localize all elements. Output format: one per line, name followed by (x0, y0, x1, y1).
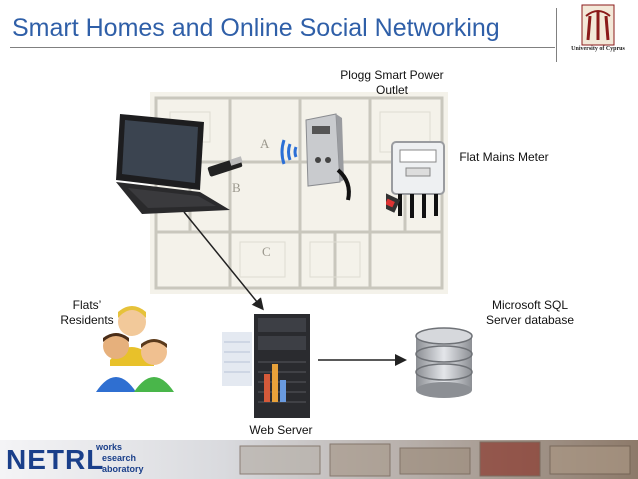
plogg-label: Plogg Smart Power Outlet (322, 68, 462, 98)
plogg-label-line1: Plogg Smart Power (340, 68, 444, 82)
meter-label: Flat Mains Meter (459, 150, 549, 164)
sql-label-line2: Server database (485, 313, 575, 327)
slide-title: Smart Homes and Online Social Networking (12, 14, 500, 42)
title-divider (10, 47, 555, 48)
laptop-to-server-arrow (183, 211, 264, 311)
netrl-logo: NETRL works esearch aboratory (6, 442, 176, 478)
residents-label-line2: Residents (60, 313, 114, 327)
web-server-label: Web Server (249, 423, 313, 437)
plogg-outlet-icon (280, 113, 351, 201)
sql-label-line1: Microsoft SQL (491, 298, 569, 312)
room-b-label: B (232, 180, 241, 195)
mains-meter-icon (386, 141, 445, 218)
netrl-logo-line1: works (96, 442, 123, 452)
university-crest-icon (581, 4, 615, 46)
sql-database-label: Microsoft SQL Server database (468, 298, 592, 328)
database-icon (415, 327, 473, 398)
university-logo: University of Cyprus (560, 2, 636, 60)
residents-label: Flats’ Residents (42, 298, 132, 328)
wifi-icon (280, 139, 286, 165)
netrl-logo-line3: aboratory (102, 464, 144, 474)
residents-icon (96, 306, 174, 392)
netrl-logo-line2: esearch (102, 453, 137, 463)
laptop-icon (116, 114, 243, 214)
room-a-label: A (260, 136, 270, 151)
logo-divider (556, 8, 557, 62)
footer-banner (0, 440, 638, 479)
room-c-label: C (262, 244, 271, 259)
university-name: University of Cyprus (571, 46, 625, 52)
plogg-label-line2: Outlet (375, 83, 408, 97)
web-server-icon (222, 314, 310, 418)
residents-label-line1: Flats’ (72, 298, 102, 312)
netrl-logo-big: NETRL (6, 444, 105, 475)
